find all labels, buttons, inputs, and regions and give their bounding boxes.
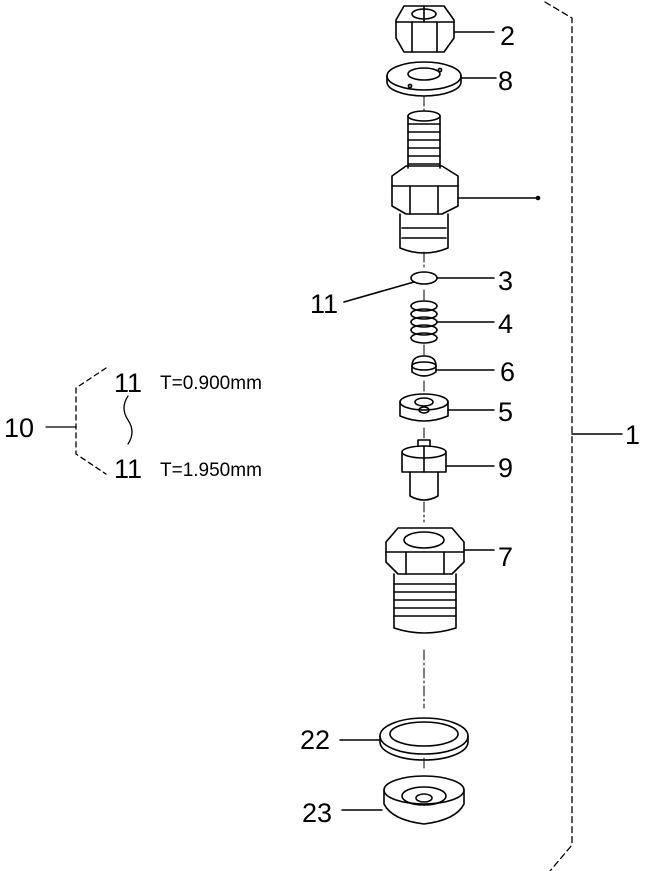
part-6-pin [411,355,437,377]
callout-5: 5 [498,397,513,427]
callout-2: 2 [500,21,515,51]
part-23-cap [383,775,465,825]
callout-8: 8 [498,66,513,96]
callout-23: 23 [302,798,332,828]
part-3-ring [410,271,438,285]
callout-4: 4 [498,309,513,339]
shim-max-thickness: T=1.950mm [160,460,262,481]
shim-range-bracket [45,367,133,475]
callout-10: 10 [4,413,34,443]
part-2-hex-nut [395,5,455,53]
callout-7: 7 [498,542,513,572]
callout-3: 3 [498,266,513,296]
callout-22: 22 [300,725,330,755]
assembly-bracket [544,1,573,871]
holder-body [391,110,459,254]
shim-min-label: 11 [114,368,142,398]
callout-1: 1 [625,420,640,450]
part-7-retaining-nut [385,527,465,634]
shim-min-thickness: T=0.900mm [160,373,262,394]
part-5-spacer [399,393,449,422]
part-9-nozzle [401,439,447,501]
part-22-sealing-ring [379,717,469,761]
part-8-washer [386,61,462,97]
callout-11: 11 [310,289,338,319]
shim-max-label: 11 [114,454,142,484]
part-4-spring [410,300,438,344]
leader-11 [343,281,415,303]
callout-9: 9 [498,453,513,483]
callout-6: 6 [500,357,515,387]
